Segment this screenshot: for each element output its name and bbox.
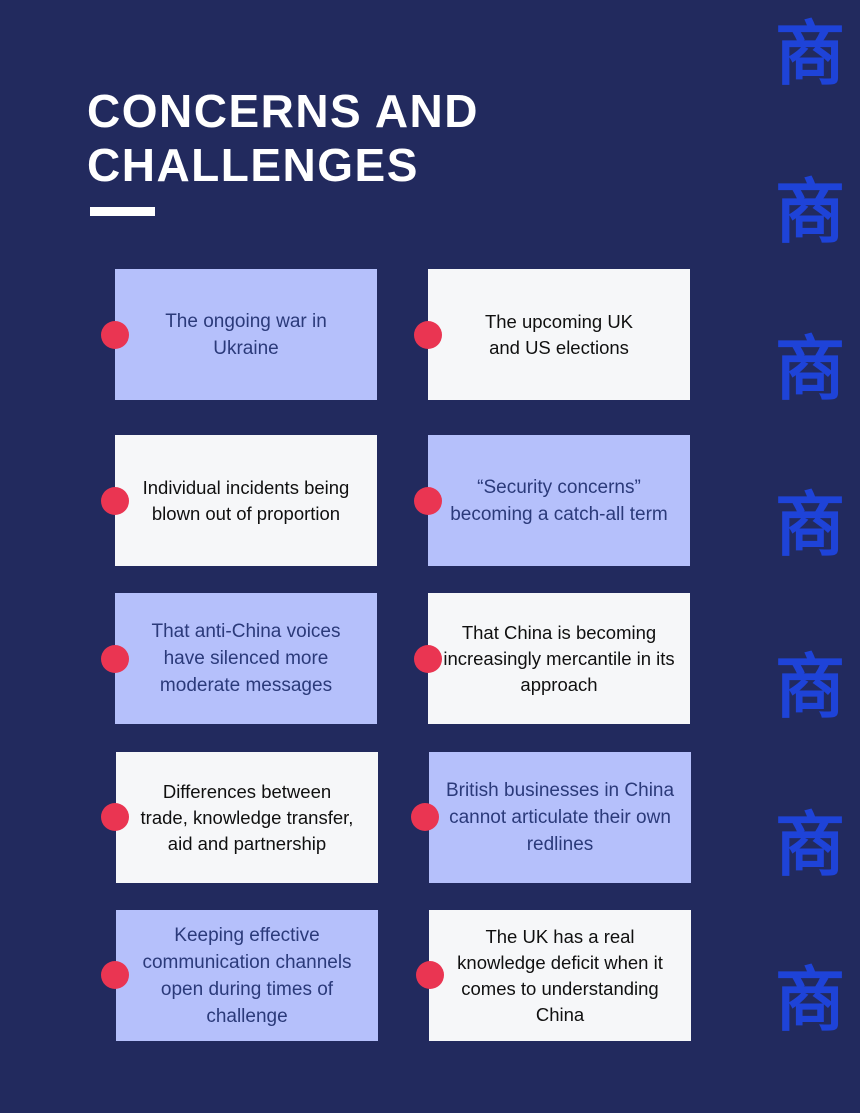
bullet-dot-icon xyxy=(414,321,442,349)
concern-card-text: The upcoming UK and US elections xyxy=(484,310,634,358)
shang-glyph-icon: 商 xyxy=(775,170,845,253)
concern-card-text: Differences between trade, knowledge tra… xyxy=(140,780,354,854)
concern-card: “Security concerns” becoming a catch-all… xyxy=(428,435,690,566)
shang-glyph-icon: 商 xyxy=(775,803,845,886)
shang-glyph-icon: 商 xyxy=(775,958,845,1041)
concern-card-text: Individual incidents being blown out of … xyxy=(142,476,350,524)
concern-card-text: The UK has a real knowledge deficit when… xyxy=(457,925,663,1025)
bullet-dot-icon xyxy=(414,487,442,515)
page-title-line-1: CONCERNS AND xyxy=(87,85,479,137)
concern-card: Differences between trade, knowledge tra… xyxy=(116,752,378,883)
concern-card: Individual incidents being blown out of … xyxy=(115,435,377,566)
concern-card: The upcoming UK and US elections xyxy=(428,269,690,400)
concern-card-text: “Security concerns” becoming a catch-all… xyxy=(450,476,668,525)
bullet-dot-icon xyxy=(101,645,129,673)
concern-card-text: The ongoing war in Ukraine xyxy=(165,310,327,359)
bullet-dot-icon xyxy=(411,803,439,831)
bullet-dot-icon xyxy=(101,961,129,989)
concern-card: The UK has a real knowledge deficit when… xyxy=(429,910,691,1041)
bullet-dot-icon xyxy=(101,487,129,515)
bullet-dot-icon xyxy=(101,321,129,349)
concern-card-text: That China is becoming increasingly merc… xyxy=(443,621,675,695)
decorative-glyph-column: 商 商 商 商 商 商 商 xyxy=(775,0,845,1113)
shang-glyph-icon: 商 xyxy=(775,483,845,566)
concern-card: Keeping effective communication channels… xyxy=(116,910,378,1041)
concern-card-text: British businesses in China cannot artic… xyxy=(445,780,675,855)
page-title-line-2: CHALLENGES xyxy=(87,139,419,191)
title-underline xyxy=(90,207,155,216)
shang-glyph-icon: 商 xyxy=(775,12,845,95)
shang-glyph-icon: 商 xyxy=(775,645,845,728)
bullet-dot-icon xyxy=(414,645,442,673)
bullet-dot-icon xyxy=(101,803,129,831)
concern-card-text: That anti-China voices have silenced mor… xyxy=(151,621,341,696)
bullet-dot-icon xyxy=(416,961,444,989)
concern-card: British businesses in China cannot artic… xyxy=(429,752,691,883)
concern-card: That anti-China voices have silenced mor… xyxy=(115,593,377,724)
concern-card: The ongoing war in Ukraine xyxy=(115,269,377,400)
shang-glyph-icon: 商 xyxy=(775,327,845,410)
concern-card: That China is becoming increasingly merc… xyxy=(428,593,690,724)
concern-card-text: Keeping effective communication channels… xyxy=(142,924,352,1027)
page-title: CONCERNS AND CHALLENGES xyxy=(87,84,479,192)
